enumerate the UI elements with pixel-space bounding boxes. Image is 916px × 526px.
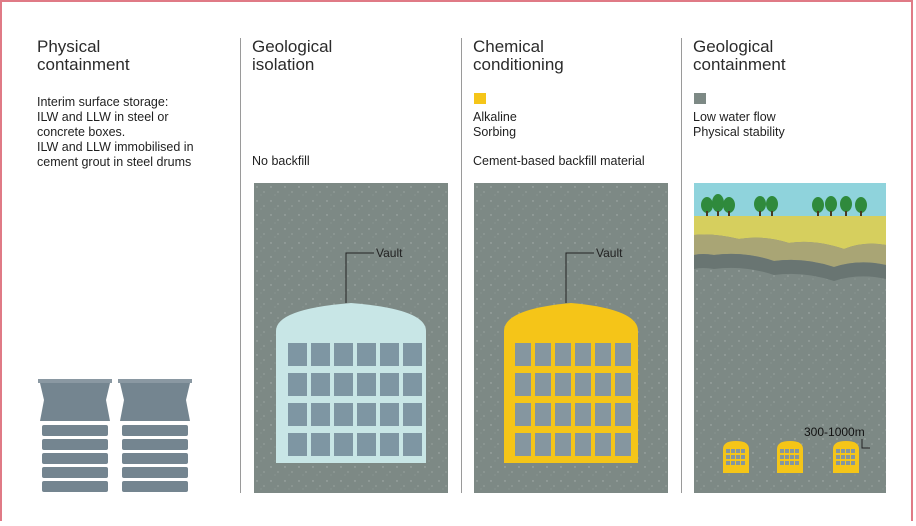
physical-containment-description: Interim surface storage: ILW and LLW in … (37, 95, 194, 169)
waste-container (380, 343, 399, 366)
waste-container (288, 343, 307, 366)
waste-container (615, 433, 631, 456)
geological-containment-title: Geological containment (693, 37, 786, 74)
geological-isolation-scene: Vault (254, 183, 448, 493)
depth-indicator-line (861, 439, 870, 449)
waste-container (535, 373, 551, 396)
waste-container (515, 343, 531, 366)
waste-container (380, 433, 399, 456)
depth-label: 300-1000m (804, 425, 865, 439)
chemical-conditioning-scene: Vault (474, 183, 668, 493)
waste-container (575, 403, 591, 426)
sediment-layer (694, 234, 886, 267)
waste-container (357, 373, 376, 396)
waste-container (334, 373, 353, 396)
no-backfill-note: No backfill (252, 154, 310, 168)
waste-container (403, 433, 422, 456)
geological-containment-scene: 300-1000m (694, 183, 886, 493)
cement-backfill-note: Cement-based backfill material (473, 154, 645, 168)
waste-container (311, 433, 330, 456)
waste-container (380, 403, 399, 426)
steel-drum-stack-right (118, 379, 192, 492)
steel-drum-stack-left (38, 379, 112, 492)
geological-isolation-title: Geological isolation (252, 37, 333, 74)
column-divider (681, 38, 682, 493)
waste-container (535, 433, 551, 456)
waste-container (334, 403, 353, 426)
vault-label: Vault (596, 246, 623, 260)
waste-container (615, 373, 631, 396)
waste-container (357, 433, 376, 456)
weathered-rock-layer (694, 253, 886, 281)
column-divider (240, 38, 241, 493)
waste-container (334, 433, 353, 456)
geological-legend: Low water flow Physical stability (693, 110, 785, 139)
alkaline-swatch (474, 93, 486, 104)
waste-container (615, 403, 631, 426)
waste-container (403, 403, 422, 426)
waste-container (515, 403, 531, 426)
waste-container (615, 343, 631, 366)
waste-container (334, 343, 353, 366)
waste-container (555, 343, 571, 366)
waste-container (403, 373, 422, 396)
waste-container (288, 403, 307, 426)
deep-vaults (723, 441, 859, 473)
waste-container (595, 433, 611, 456)
waste-container (311, 343, 330, 366)
waste-container (555, 373, 571, 396)
waste-container (357, 403, 376, 426)
rock-swatch (694, 93, 706, 104)
waste-container (535, 343, 551, 366)
waste-container-grid (288, 343, 422, 456)
waste-container (595, 343, 611, 366)
waste-container (357, 343, 376, 366)
physical-containment-title: Physical containment (37, 37, 130, 74)
surface-storage-drums (38, 379, 192, 492)
vault-leader-line (345, 252, 374, 303)
column-divider (461, 38, 462, 493)
waste-container (595, 403, 611, 426)
waste-container (380, 373, 399, 396)
waste-container (575, 373, 591, 396)
waste-container (403, 343, 422, 366)
vault-label: Vault (376, 246, 403, 260)
waste-container (535, 403, 551, 426)
waste-container (575, 343, 591, 366)
topsoil-layer (694, 216, 886, 249)
waste-container (555, 403, 571, 426)
waste-container-grid (515, 343, 631, 456)
waste-container (311, 403, 330, 426)
waste-container (515, 373, 531, 396)
waste-container (311, 373, 330, 396)
chemical-conditioning-title: Chemical conditioning (473, 37, 564, 74)
waste-container (288, 433, 307, 456)
waste-container (515, 433, 531, 456)
tree-icons (701, 194, 867, 213)
waste-container (555, 433, 571, 456)
chemical-legend: Alkaline Sorbing (473, 110, 517, 139)
waste-container (288, 373, 307, 396)
waste-container (595, 373, 611, 396)
tree-trunks (706, 211, 862, 216)
vault-leader-line (565, 252, 594, 303)
waste-container (575, 433, 591, 456)
